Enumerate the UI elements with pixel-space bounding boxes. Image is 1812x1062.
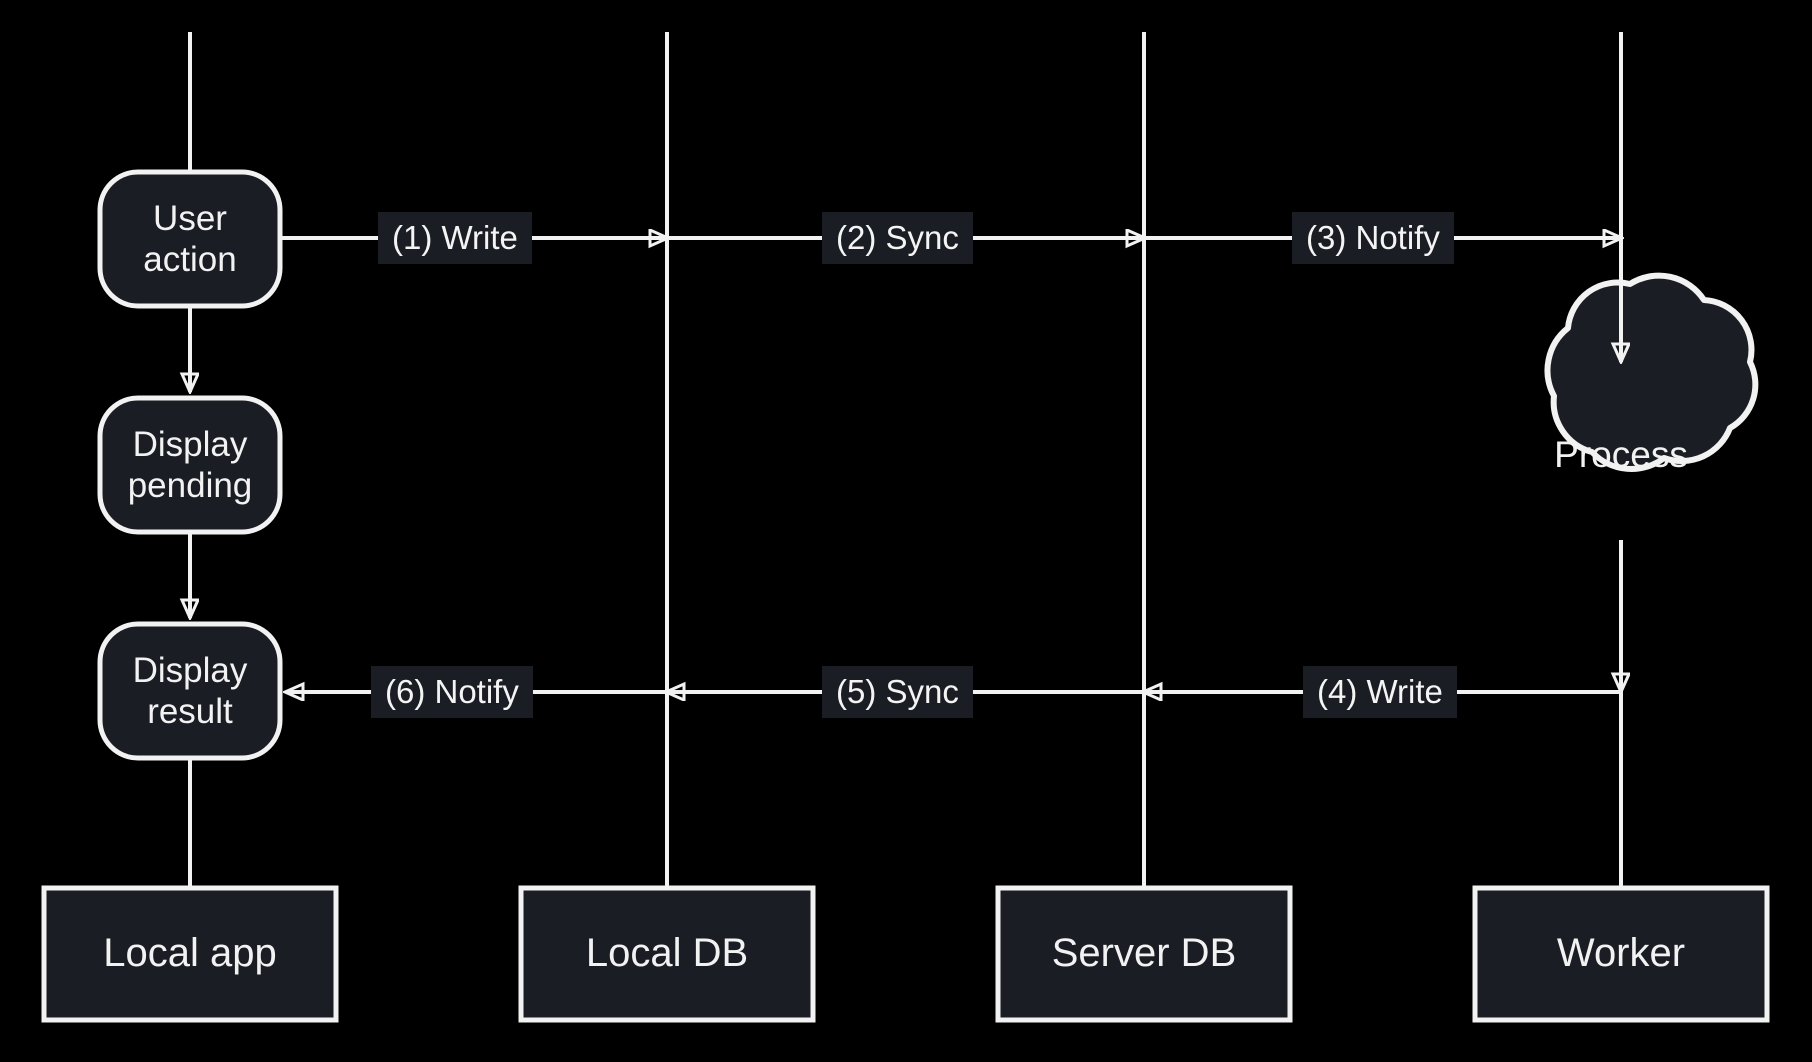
edge-label-1-write-text: (1) Write <box>392 219 518 256</box>
actor-box-server-db <box>995 885 1293 1023</box>
edge-label-2-sync-text: (2) Sync <box>836 219 959 256</box>
edge-label-4-write-text: (4) Write <box>1317 673 1443 710</box>
edge-label-1-write: (1) Write <box>378 212 532 264</box>
actor-box-worker <box>1472 885 1770 1023</box>
node-process-cloud-shape <box>1544 272 1759 472</box>
node-display-pending-shape <box>97 395 283 535</box>
edge-label-2-sync: (2) Sync <box>822 212 973 264</box>
edge-label-5-sync-text: (5) Sync <box>836 673 959 710</box>
edge-label-3-notify-text: (3) Notify <box>1306 219 1440 256</box>
edge-label-6-notify-text: (6) Notify <box>385 673 519 710</box>
edge-label-5-sync: (5) Sync <box>822 666 973 718</box>
actor-box-local-app <box>41 885 339 1023</box>
node-user-action-shape <box>97 169 283 309</box>
edge-label-6-notify: (6) Notify <box>371 666 533 718</box>
actor-box-local-db <box>518 885 816 1023</box>
node-display-result-shape <box>97 621 283 761</box>
edge-label-3-notify: (3) Notify <box>1292 212 1454 264</box>
edge-label-4-write: (4) Write <box>1303 666 1457 718</box>
